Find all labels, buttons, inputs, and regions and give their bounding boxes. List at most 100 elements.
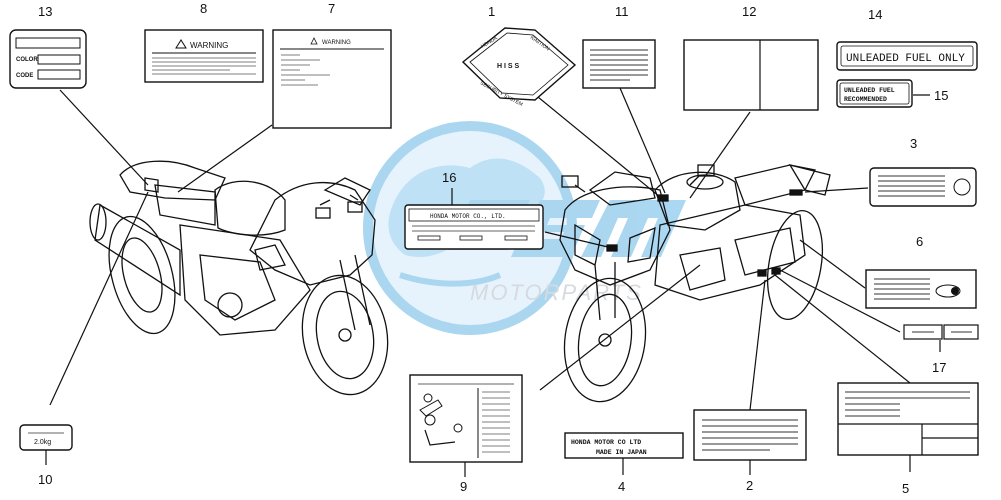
callout-6: 6 <box>916 234 923 249</box>
front-rim <box>315 290 375 380</box>
leader-12 <box>689 111 751 199</box>
leader-3 <box>804 187 869 193</box>
cap-icon <box>453 423 463 433</box>
fuel-recommended-line2: RECOMMENDED <box>844 96 887 103</box>
wrench-icon <box>419 399 443 417</box>
callout-8: 8 <box>200 1 207 16</box>
label-3-plate <box>869 167 977 207</box>
callout-16: 16 <box>442 170 456 185</box>
engine-cover <box>199 254 276 321</box>
rear-wheel <box>108 215 176 335</box>
tire-pressure-text: 2.0kg <box>34 439 51 446</box>
callout-15: 15 <box>934 88 948 103</box>
front-fork <box>339 254 371 331</box>
fuel-tank <box>214 180 286 236</box>
leader-5 <box>774 274 911 384</box>
leader-13 <box>59 89 149 186</box>
callout-9: 9 <box>460 479 467 494</box>
made-in-line1: HONDA MOTOR CO LTD <box>571 439 641 446</box>
side-body-right <box>654 204 806 301</box>
label-13-color-code: COLOR CODE <box>9 29 87 89</box>
mirror <box>319 194 359 206</box>
callout-11: 11 <box>615 4 629 19</box>
label-11-plate <box>582 39 656 89</box>
label-2-plate <box>693 409 807 475</box>
callout-1: 1 <box>488 4 495 19</box>
spot-11 <box>657 194 669 202</box>
callout-3: 3 <box>910 136 917 151</box>
label-16-honda-motor: HONDA MOTOR CO., LTD. <box>404 204 544 250</box>
headlight-right <box>627 226 656 263</box>
callout-7: 7 <box>328 1 335 16</box>
leader-9 <box>539 264 701 391</box>
callout-14: 14 <box>868 7 882 22</box>
label-10-tire-pressure: 2.0kg <box>19 424 73 465</box>
leader-11 <box>619 87 666 194</box>
fuel-only-text: UNLEADED FUEL ONLY <box>846 53 965 65</box>
tube-icon <box>424 429 456 446</box>
leader-7 <box>177 124 273 193</box>
label-9-chart <box>409 374 523 477</box>
label-12-blank <box>683 39 819 111</box>
label-17-tags <box>903 324 979 352</box>
windscreen <box>323 177 371 206</box>
tool-icon <box>423 393 433 403</box>
spot-2b <box>771 267 781 275</box>
front-wheel <box>301 274 389 396</box>
motorcycle-right <box>559 163 831 403</box>
side-fairing <box>179 224 311 336</box>
watermark-brand: MOTORPARTS <box>470 280 643 305</box>
front-rim-right <box>577 293 633 387</box>
leader-1 <box>526 87 661 198</box>
spot-2a <box>757 269 767 277</box>
watermark-swoosh <box>399 272 502 287</box>
label-7-warning: WARNING <box>272 29 392 129</box>
leader-17 <box>779 269 901 333</box>
exhaust-muffler <box>94 203 181 297</box>
leader-6 <box>799 239 866 289</box>
warning-triangle-icon <box>175 39 187 49</box>
warning-triangle-icon <box>310 37 318 45</box>
callout-10: 10 <box>38 472 52 487</box>
bolt-icon <box>424 414 436 426</box>
leader-2 <box>749 279 766 411</box>
spot-3 <box>789 189 803 196</box>
label-14-fuel-only: UNLEADED FUEL ONLY <box>836 41 978 71</box>
tail-right <box>788 163 831 196</box>
label-4-made-in-japan: HONDA MOTOR CO LTD MADE IN JAPAN <box>564 432 684 475</box>
callout-17: 17 <box>932 360 946 375</box>
engine-case <box>217 292 243 318</box>
honda-motor-16-text: HONDA MOTOR CO., LTD. <box>430 213 506 220</box>
label-8-warning: WARNING <box>144 29 264 83</box>
leader-16 <box>544 231 613 249</box>
side-vent-right <box>679 247 726 291</box>
made-in-line2: MADE IN JAPAN <box>596 449 647 456</box>
engine-side-right <box>734 227 796 276</box>
fuel-cap <box>686 174 724 190</box>
callout-5: 5 <box>902 481 909 496</box>
front-hub-right <box>598 333 612 347</box>
exhaust-tip <box>89 203 107 241</box>
label-15-fuel-recommended: UNLEADED FUEL RECOMMENDED <box>836 79 930 108</box>
front-wheel-right <box>563 277 647 403</box>
fuel-recommended-line1: UNLEADED FUEL <box>844 87 895 94</box>
front-fairing-right <box>559 186 671 286</box>
rear-wheel-right <box>767 209 823 321</box>
label-6-plate <box>865 269 977 309</box>
warning-8-text: WARNING <box>190 41 228 50</box>
callout-12: 12 <box>742 4 756 19</box>
front-fork-right <box>594 262 616 321</box>
seat <box>154 184 216 226</box>
callout-2: 2 <box>746 478 753 493</box>
color-label-spot <box>144 177 159 193</box>
security-middle-text: H I S S <box>497 63 520 70</box>
right-mirror <box>347 201 363 213</box>
mirror-left-right <box>561 175 579 188</box>
code-text: CODE <box>16 73 33 79</box>
seat-right <box>734 164 816 206</box>
fairing-vent <box>254 244 286 271</box>
label-1-security: HONDA IGNITION H I S S SECURITY SYSTEM <box>461 27 577 108</box>
fuel-tank-right <box>654 171 741 231</box>
